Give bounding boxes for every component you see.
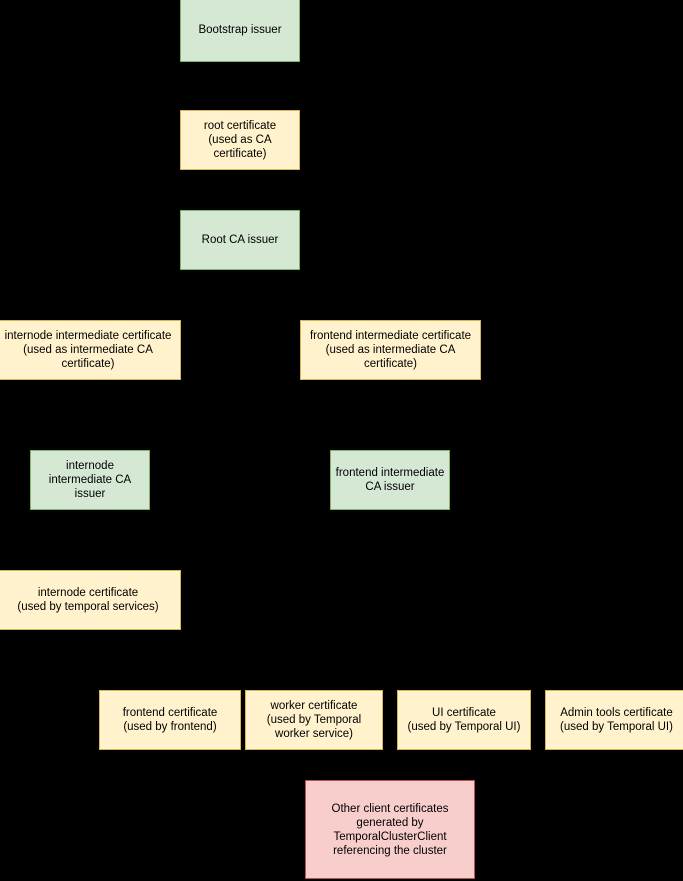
node-label: Root CA issuer: [201, 234, 279, 246]
edge-bootstrap-issuer-to-root-certificate: [240, 62, 241, 110]
edge-frontend-intermediate-ca-issuer-to-worker-certificate-c: [314, 600, 315, 690]
edge-root-ca-issuer-to-frontend-intermediate-certificate-c: [391, 295, 392, 320]
node-label: root certificate (used as CA certificate…: [203, 120, 277, 160]
edge-internode-intermediate-ca-issuer-to-internode-certificate-b: [88, 540, 90, 541]
node-internode-certificate[interactable]: internode certificate (used by temporal …: [0, 570, 181, 630]
edge-internode-intermediate-ca-issuer-to-internode-certificate-c: [88, 540, 89, 570]
edge-root-ca-issuer-to-internode-intermediate-certificate-b: [88, 295, 240, 296]
edge-root-ca-issuer-to-frontend-intermediate-certificate-b: [240, 295, 391, 296]
node-root-ca-issuer[interactable]: Root CA issuer: [180, 210, 300, 270]
node-label: UI certificate (used by Temporal UI): [407, 707, 521, 733]
edge-frontend-intermediate-ca-issuer-to-ui-certificate-c: [464, 600, 465, 690]
node-label: internode intermediate certificate (used…: [4, 330, 172, 370]
node-other-client-certificates[interactable]: Other client certificates generated by T…: [305, 780, 475, 879]
edge-internode-intermediate-certificate-to-internode-intermediate-ca-issuer-b: [88, 415, 90, 416]
edge-frontend-intermediate-ca-issuer-to-admin-tools-certificate-b: [390, 600, 617, 601]
node-label: Other client certificates generated by T…: [331, 802, 449, 857]
node-label: frontend intermediate certificate (used …: [309, 330, 472, 370]
node-ui-certificate[interactable]: UI certificate (used by Temporal UI): [397, 690, 531, 750]
node-label: Bootstrap issuer: [198, 24, 282, 36]
edge-root-ca-issuer-to-frontend-intermediate-certificate-a: [240, 270, 241, 295]
edge-internode-intermediate-certificate-to-internode-intermediate-ca-issuer-a: [88, 380, 89, 415]
edge-frontend-intermediate-ca-issuer-to-frontend-certificate-b: [170, 600, 390, 601]
node-frontend-intermediate-ca-issuer[interactable]: frontend intermediate CA issuer: [330, 450, 450, 510]
node-worker-certificate[interactable]: worker certificate (used by Temporal wor…: [245, 690, 383, 750]
node-frontend-certificate[interactable]: frontend certificate (used by frontend): [99, 690, 241, 750]
edge-internode-intermediate-ca-issuer-to-internode-certificate-a: [90, 510, 91, 540]
node-root-certificate[interactable]: root certificate (used as CA certificate…: [180, 110, 300, 170]
edge-root-certificate-to-root-ca-issuer: [240, 170, 241, 210]
node-label: internode intermediate CA issuer: [48, 460, 132, 500]
edge-internode-intermediate-certificate-to-internode-intermediate-ca-issuer-c: [90, 415, 91, 450]
node-label: frontend certificate (used by frontend): [122, 707, 218, 733]
edge-frontend-intermediate-ca-issuer-to-worker-certificate-b: [314, 600, 390, 601]
edge-frontend-intermediate-ca-issuer-to-admin-tools-certificate-c: [617, 600, 618, 690]
node-admin-tools-certificate[interactable]: Admin tools certificate (used by Tempora…: [545, 690, 683, 750]
node-label: frontend intermediate CA issuer: [335, 467, 445, 493]
edge-frontend-intermediate-ca-issuer-to-frontend-certificate-c: [170, 600, 171, 690]
edge-root-ca-issuer-to-internode-intermediate-certificate-c: [88, 295, 89, 320]
node-label: Admin tools certificate (used by Tempora…: [560, 707, 673, 733]
edge-frontend-intermediate-certificate-to-frontend-intermediate-ca-issuer: [391, 380, 392, 450]
node-internode-intermediate-ca-issuer[interactable]: internode intermediate CA issuer: [30, 450, 150, 510]
edge-frontend-intermediate-ca-issuer-to-other-client-certificates: [390, 510, 391, 780]
node-label: worker certificate (used by Temporal wor…: [266, 700, 362, 740]
node-frontend-intermediate-certificate[interactable]: frontend intermediate certificate (used …: [300, 320, 481, 380]
node-internode-intermediate-certificate[interactable]: internode intermediate certificate (used…: [0, 320, 181, 380]
node-bootstrap-issuer[interactable]: Bootstrap issuer: [180, 0, 300, 62]
node-label: internode certificate (used by temporal …: [17, 587, 159, 613]
